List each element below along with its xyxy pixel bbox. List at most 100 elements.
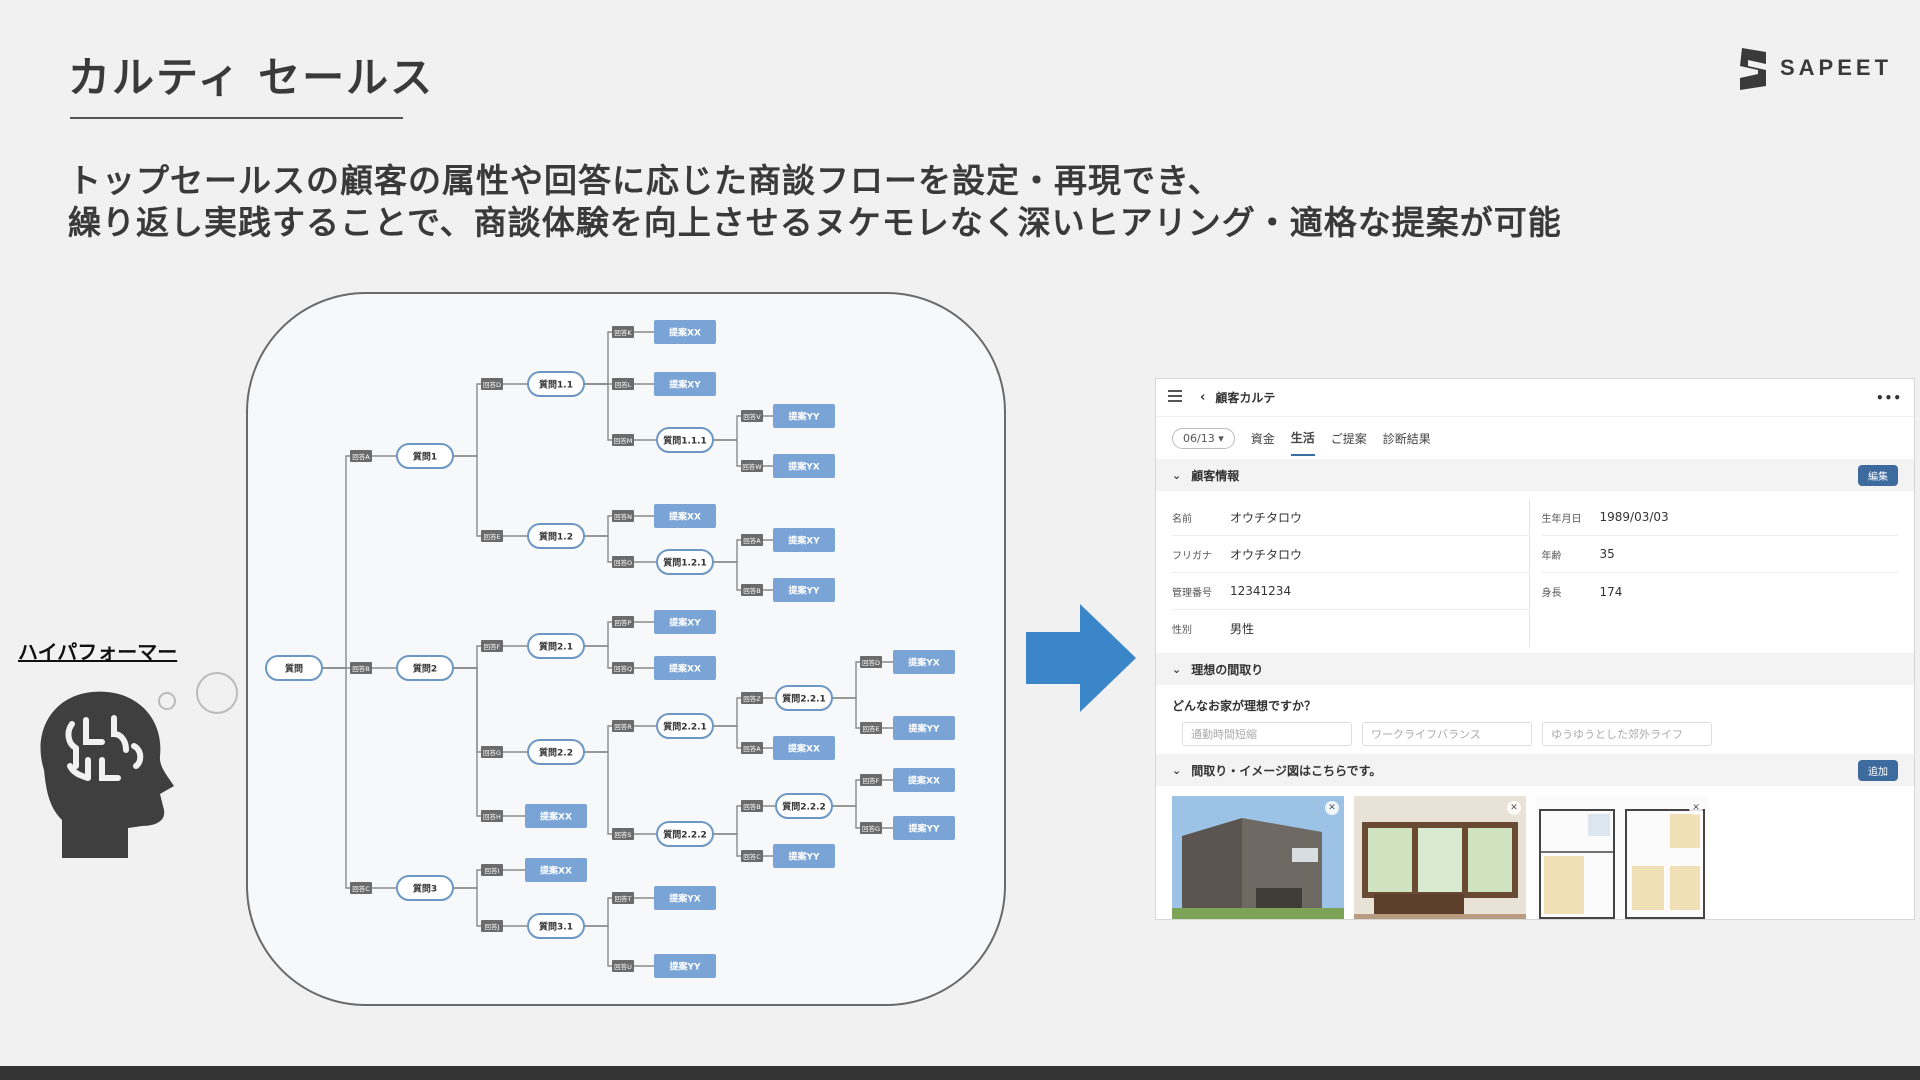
date-select[interactable]: 06/13 ▾ bbox=[1172, 427, 1235, 449]
answer-tag-label: 回答N bbox=[614, 512, 632, 521]
proposal-node-label: 提案YY bbox=[788, 585, 820, 597]
answer-tag bbox=[481, 920, 503, 932]
answer-tag bbox=[741, 460, 763, 472]
question-node-label: 質問1.1 bbox=[539, 379, 573, 391]
answer-chip[interactable]: ワークライフバランス bbox=[1362, 722, 1532, 746]
question-node bbox=[527, 739, 585, 765]
answer-tag bbox=[481, 530, 503, 542]
field-label: 生年月日 bbox=[1541, 513, 1582, 525]
answer-tag-label: 回答Z bbox=[743, 694, 761, 703]
answer-tag bbox=[860, 722, 882, 734]
field-gender: 性別男性 bbox=[1172, 610, 1529, 647]
add-button[interactable]: 追加 bbox=[1858, 759, 1898, 781]
question-node-label: 質問2 bbox=[413, 663, 437, 675]
question-node bbox=[656, 549, 714, 575]
answer-tag bbox=[612, 556, 634, 568]
images-section-header[interactable]: ⌄ 間取り・イメージ図はこちらです。 追加 bbox=[1156, 754, 1914, 786]
image-gallery: ✕ ✕ bbox=[1156, 786, 1914, 919]
proposal-node bbox=[773, 528, 835, 552]
proposal-node-label: 提案XX bbox=[669, 327, 701, 339]
field-label: 名前 bbox=[1172, 513, 1192, 525]
question-node bbox=[396, 443, 454, 469]
customer-karte-app: ‹ 顧客カルテ ••• 06/13 ▾ 資金 生活 ご提案 診断結果 ⌄ 顧客情… bbox=[1155, 378, 1915, 920]
answer-tag-label: 回答F bbox=[484, 642, 501, 651]
trash-icon[interactable]: ✕ bbox=[1507, 801, 1521, 815]
question-node-label: 質問2.2 bbox=[539, 747, 573, 759]
tab-proposal[interactable]: ご提案 bbox=[1330, 431, 1367, 446]
customer-info-section-header[interactable]: ⌄ 顧客情報 編集 bbox=[1156, 459, 1914, 491]
proposal-node bbox=[893, 650, 955, 674]
answer-tag bbox=[612, 378, 634, 390]
trash-icon[interactable]: ✕ bbox=[1689, 801, 1703, 815]
question-node-label: 質問2.2.1 bbox=[782, 693, 826, 705]
right-arrow-icon bbox=[1026, 604, 1136, 712]
tab-life[interactable]: 生活 bbox=[1290, 421, 1315, 456]
trash-icon[interactable]: ✕ bbox=[1325, 801, 1339, 815]
answer-chip[interactable]: ゆうゆうとした郊外ライフ bbox=[1542, 722, 1712, 746]
field-kana: フリガナオウチタロウ bbox=[1172, 536, 1529, 573]
thought-bubble-large bbox=[196, 672, 238, 714]
answer-tag bbox=[612, 434, 634, 446]
images-title: 間取り・イメージ図はこちらです。 bbox=[1191, 763, 1382, 778]
proposal-node-label: 提案YX bbox=[908, 657, 940, 669]
subtitle-line-1: トップセールスの顧客の属性や回答に応じた商談フローを設定・再現でき、 bbox=[68, 161, 1222, 200]
question-node bbox=[396, 655, 454, 681]
answer-tag bbox=[350, 882, 372, 894]
subtitle-line-2: 繰り返し実践することで、商談体験を向上させるヌケモレなく深いヒアリング・適格な提… bbox=[68, 203, 1562, 242]
question-node bbox=[656, 821, 714, 847]
sapeet-logo-icon bbox=[1740, 48, 1766, 90]
flow-edge bbox=[322, 455, 397, 669]
answer-tag bbox=[741, 692, 763, 704]
answer-tag bbox=[481, 378, 503, 390]
floor-plan-image[interactable]: ✕ bbox=[1536, 796, 1708, 919]
title-rule bbox=[70, 117, 403, 119]
house-exterior-photo[interactable]: ✕ bbox=[1172, 796, 1344, 919]
chevron-down-icon: ⌄ bbox=[1172, 662, 1182, 676]
answer-tag bbox=[612, 720, 634, 732]
question-node bbox=[775, 793, 833, 819]
more-icon[interactable]: ••• bbox=[1875, 390, 1902, 405]
menu-icon[interactable] bbox=[1168, 390, 1182, 405]
back-chevron-icon[interactable]: ‹ bbox=[1200, 390, 1206, 405]
ideal-layout-section-header[interactable]: ⌄ 理想の間取り bbox=[1156, 653, 1914, 685]
answer-tag bbox=[741, 742, 763, 754]
edit-button[interactable]: 編集 bbox=[1858, 464, 1898, 486]
sapeet-logo: SAPEET bbox=[1736, 46, 1892, 90]
answer-tag-label: 回答C bbox=[352, 884, 370, 893]
answer-tag-label: 回答B bbox=[352, 664, 369, 673]
answer-tag-label: 回答D bbox=[862, 658, 880, 667]
answer-tag-label: 回答Q bbox=[614, 664, 632, 673]
flow-edge bbox=[584, 331, 654, 385]
thought-bubble-small bbox=[158, 692, 176, 710]
app-header-title: 顧客カルテ bbox=[1215, 391, 1276, 405]
answer-chip[interactable]: 通勤時間短縮 bbox=[1182, 722, 1352, 746]
field-label: フリガナ bbox=[1172, 550, 1212, 562]
tab-diagnosis[interactable]: 診断結果 bbox=[1382, 431, 1431, 446]
flow-edge bbox=[453, 667, 528, 753]
tab-bar: 06/13 ▾ 資金 生活 ご提案 診断結果 bbox=[1156, 417, 1914, 459]
brain-head-icon bbox=[40, 691, 174, 858]
proposal-node bbox=[893, 716, 955, 740]
tab-funds[interactable]: 資金 bbox=[1250, 431, 1275, 446]
subtitle: トップセールスの顧客の属性や回答に応じた商談フローを設定・再現でき、 繰り返し実… bbox=[68, 160, 1562, 244]
answer-tag bbox=[741, 850, 763, 862]
answer-tag-label: 回答I bbox=[485, 866, 500, 875]
living-room-photo[interactable]: ✕ bbox=[1354, 796, 1526, 919]
answer-tag-label: 回答C bbox=[743, 852, 761, 861]
answer-tag-label: 回答W bbox=[742, 462, 762, 471]
answer-tag-label: 回答S bbox=[614, 830, 631, 839]
proposal-node bbox=[773, 844, 835, 868]
answer-tag-label: 回答J bbox=[485, 922, 500, 931]
answer-tag-label: 回答M bbox=[614, 436, 633, 445]
question-node bbox=[527, 633, 585, 659]
proposal-node-label: 提案XX bbox=[540, 811, 572, 823]
proposal-node bbox=[654, 320, 716, 344]
question-node-label: 質問2.2.1 bbox=[663, 721, 707, 733]
question-node-label: 質問 bbox=[285, 663, 303, 675]
answer-tag-label: 回答A bbox=[743, 536, 761, 545]
question-node bbox=[527, 523, 585, 549]
answer-tag-label: 回答H bbox=[483, 812, 501, 821]
